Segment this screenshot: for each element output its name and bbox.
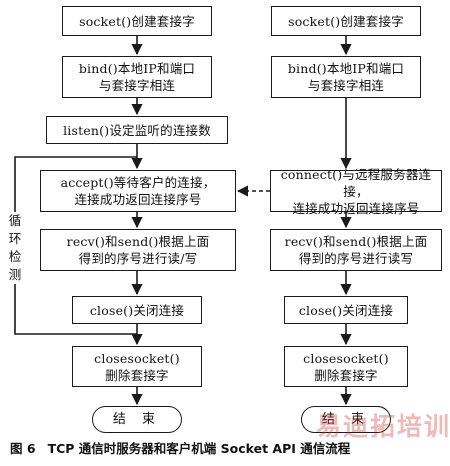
server-bind-label: bind()本地IP和端口 与套接字相连 xyxy=(78,61,196,93)
server-listen-label: listen()设定监听的连接数 xyxy=(63,122,211,138)
client-socket-node: socket()创建套接字 xyxy=(271,6,421,36)
server-close-label: close()关闭连接 xyxy=(89,302,185,318)
figure-caption-text: TCP 通信时服务器和客户机端 Socket API 通信流程 xyxy=(47,441,351,456)
server-accept-node: accept()等待客户的连接， 连接成功返回连接序号 xyxy=(40,170,236,212)
server-accept-label: accept()等待客户的连接， 连接成功返回连接序号 xyxy=(60,175,216,207)
client-recv-send-node: recv()和send()根据上面 得到的序号进行读写 xyxy=(270,229,442,271)
client-end-terminal: 结 束 xyxy=(301,406,391,433)
client-recv-send-label: recv()和send()根据上面 得到的序号进行读写 xyxy=(284,234,428,266)
server-recv-send-label: recv()和send()根据上面 得到的序号进行读/写 xyxy=(66,234,210,266)
client-close-node: close()关闭连接 xyxy=(284,296,408,324)
figure-caption: 图 6 TCP 通信时服务器和客户机端 Socket API 通信流程 xyxy=(10,437,450,461)
server-bind-node: bind()本地IP和端口 与套接字相连 xyxy=(62,56,212,98)
server-socket-label: socket()创建套接字 xyxy=(79,13,195,29)
server-close-node: close()关闭连接 xyxy=(72,296,202,324)
client-closesocket-node: closesocket() 删除套接字 xyxy=(284,346,408,387)
client-end-label: 结 束 xyxy=(321,412,371,427)
loop-check-label: 循 环 检 测 xyxy=(7,212,23,284)
server-closesocket-label: closesocket() 删除套接字 xyxy=(94,350,180,383)
figure-number: 图 6 xyxy=(10,441,36,456)
client-connect-label: connect()与远程服务器连接， 连接成功返回连接序号 xyxy=(280,166,432,216)
server-closesocket-node: closesocket() 删除套接字 xyxy=(72,346,202,387)
server-socket-node: socket()创建套接字 xyxy=(62,6,212,36)
server-end-terminal: 结 束 xyxy=(92,406,182,433)
client-socket-label: socket()创建套接字 xyxy=(288,13,404,29)
client-bind-label: bind()本地IP和端口 与套接字相连 xyxy=(287,61,405,93)
client-close-label: close()关闭连接 xyxy=(298,302,394,318)
server-recv-send-node: recv()和send()根据上面 得到的序号进行读/写 xyxy=(40,229,236,271)
server-listen-node: listen()设定监听的连接数 xyxy=(46,116,228,144)
server-end-label: 结 束 xyxy=(112,412,162,427)
client-closesocket-label: closesocket() 删除套接字 xyxy=(303,350,389,383)
client-bind-node: bind()本地IP和端口 与套接字相连 xyxy=(271,56,421,98)
client-connect-node: connect()与远程服务器连接， 连接成功返回连接序号 xyxy=(270,167,442,216)
